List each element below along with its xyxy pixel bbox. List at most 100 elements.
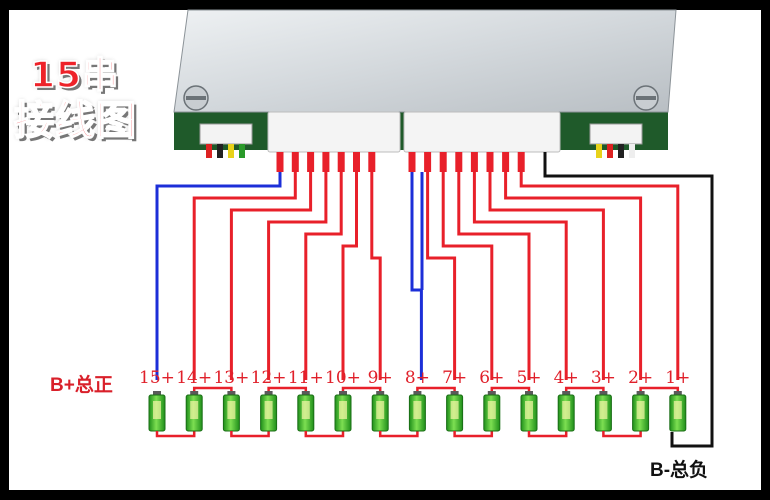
cell-label: 14+ xyxy=(176,368,213,388)
bms-board xyxy=(173,9,677,158)
cell-label: 2+ xyxy=(628,368,654,388)
battery-cell-icon xyxy=(260,391,278,432)
connector-housing xyxy=(589,123,643,145)
battery-cell-icon xyxy=(371,391,389,432)
cell-highlight xyxy=(339,401,347,419)
cell-label: 13+ xyxy=(213,368,250,388)
battery-cell-icon xyxy=(669,391,687,432)
connector-pin xyxy=(439,152,447,172)
battery-cell-icon xyxy=(185,391,203,432)
cell-label: 3+ xyxy=(590,368,616,388)
series-link xyxy=(267,386,308,391)
cell-highlight xyxy=(376,401,385,419)
main-positive-label: B+总正 xyxy=(50,375,113,396)
connector-pin xyxy=(217,144,223,158)
cell-highlight xyxy=(227,401,236,419)
cell-terminal xyxy=(599,391,608,396)
cell-highlight xyxy=(673,401,682,419)
cell-label: 6+ xyxy=(479,368,505,388)
connector-pin xyxy=(307,152,315,172)
cell-label: 4+ xyxy=(553,368,579,388)
connector-pin xyxy=(607,144,613,158)
connector-housing xyxy=(199,123,253,145)
cell-terminal xyxy=(190,391,199,396)
battery-cell-icon xyxy=(520,391,538,432)
cell-label: 15+ xyxy=(139,368,175,388)
wire-harness xyxy=(155,152,714,448)
cell-terminal xyxy=(487,391,496,396)
connector-pin xyxy=(322,152,330,172)
connector-pin xyxy=(353,152,360,172)
cell-label: 7+ xyxy=(442,368,468,388)
cell-highlight xyxy=(525,401,533,419)
series-link xyxy=(416,386,456,391)
balance-wire xyxy=(370,172,382,380)
series-link xyxy=(155,431,196,438)
series-link xyxy=(527,431,568,438)
balance-wire xyxy=(504,172,643,380)
cell-label: 11+ xyxy=(287,368,324,388)
connector-pin xyxy=(424,152,432,172)
connector-pin xyxy=(239,144,245,158)
connector-pin xyxy=(228,144,234,158)
cell-label: 12+ xyxy=(250,368,287,388)
cell-terminal xyxy=(413,391,422,396)
battery-pack xyxy=(148,386,687,438)
connector-pin xyxy=(517,152,525,172)
balance-wire xyxy=(472,172,568,380)
balance-wire xyxy=(488,172,605,380)
connector-pin xyxy=(291,152,299,172)
connector-icon xyxy=(199,123,253,158)
connector-pin xyxy=(470,152,478,172)
cell-terminal xyxy=(153,391,161,396)
balance-wire xyxy=(519,172,680,380)
balance-wire xyxy=(441,172,494,380)
cell-terminal xyxy=(227,391,236,396)
cell-label: 10+ xyxy=(325,368,361,388)
connector-pin xyxy=(368,152,376,172)
connector-pin xyxy=(408,152,416,172)
balance-wire xyxy=(192,172,297,380)
balance-wire xyxy=(229,172,313,380)
battery-cell-icon xyxy=(334,391,352,432)
cell-terminal xyxy=(264,391,273,396)
connector-pin xyxy=(596,144,602,158)
series-link xyxy=(192,386,233,391)
cell-highlight xyxy=(190,401,199,419)
series-link xyxy=(341,386,382,391)
cell-highlight xyxy=(487,401,496,419)
diagram-title-line-2: 接线图 xyxy=(13,97,137,145)
cell-highlight xyxy=(264,401,273,419)
balance-wire xyxy=(341,172,358,380)
cell-highlight xyxy=(599,401,608,419)
cell-label: 8+ xyxy=(404,368,430,388)
cell-terminal xyxy=(450,391,459,396)
diagram-title-line-1: 15串 xyxy=(29,54,120,97)
balance-connector-left xyxy=(267,111,401,153)
connector-pin xyxy=(455,152,463,172)
cell-highlight xyxy=(153,401,161,419)
balance-wire xyxy=(304,172,343,380)
cell-highlight xyxy=(450,401,459,419)
balance-wire xyxy=(267,172,328,380)
board-heatsink xyxy=(173,9,677,113)
series-link xyxy=(453,431,494,438)
battery-cell-icon xyxy=(632,391,650,432)
negative-wire xyxy=(543,152,714,448)
series-link xyxy=(602,431,642,438)
series-link xyxy=(378,431,419,438)
cell-label: 5+ xyxy=(516,368,542,388)
series-link xyxy=(304,431,345,438)
cell-terminal xyxy=(376,391,385,396)
connector-pin xyxy=(337,152,345,172)
series-link xyxy=(639,386,680,391)
battery-cell-icon xyxy=(297,391,315,432)
main-negative-label: B-总负 xyxy=(650,460,709,481)
connector-pin xyxy=(629,144,635,158)
cell-terminal xyxy=(525,391,533,396)
cell-highlight xyxy=(301,401,310,419)
battery-cell-icon xyxy=(148,391,166,432)
screw-icon xyxy=(633,85,659,111)
